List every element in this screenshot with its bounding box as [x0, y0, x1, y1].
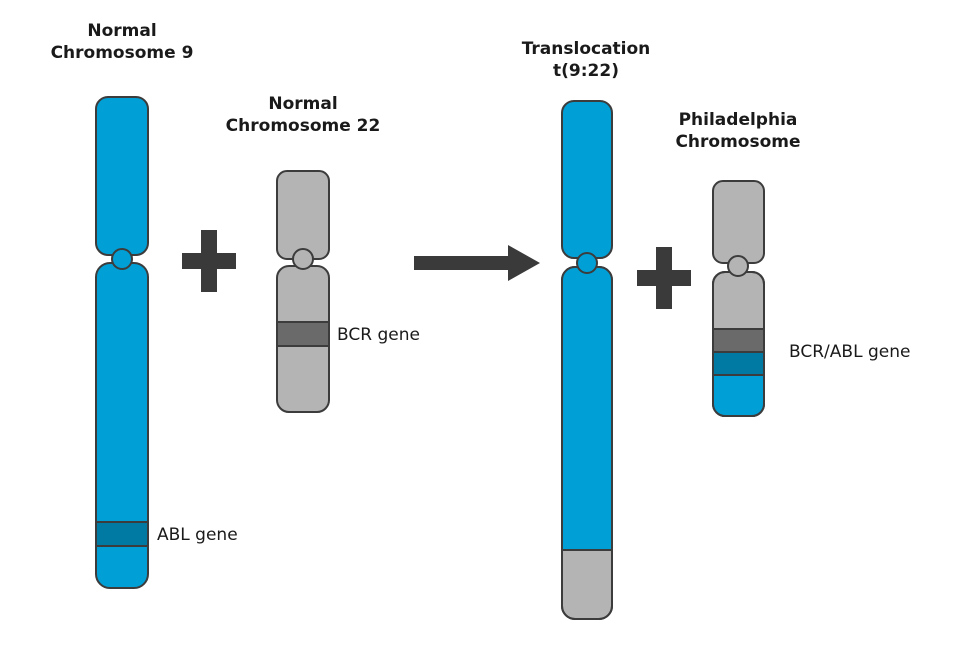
chromosome9-centromere [111, 248, 133, 270]
translocation-centromere [576, 252, 598, 274]
translocation-blue-segment [562, 267, 612, 550]
chromosome9 [95, 96, 149, 589]
translocation-title-line1: Translocation [522, 39, 651, 59]
philadelphia-bcr-band [712, 328, 765, 353]
translocation-title-line2: t(9:22) [553, 61, 619, 81]
philadelphia-title-line1: Philadelphia [679, 110, 798, 130]
bcr-gene-label: BCR gene [337, 325, 420, 345]
bcr-abl-gene-label: BCR/ABL gene [789, 342, 910, 362]
philadelphia-chromosome [712, 180, 765, 417]
chromosome22-short-arm [276, 170, 330, 260]
chromosome9-title-line1: Normal [87, 21, 156, 41]
plus-icon-2 [637, 247, 691, 309]
philadelphia-blue-segment [713, 375, 764, 416]
chromosome22 [276, 170, 330, 413]
translocation-short-arm [561, 100, 613, 259]
bcr-gene-band [276, 321, 330, 347]
arrow-right-icon [414, 245, 540, 281]
chromosome9-short-arm [95, 96, 149, 256]
abl-gene-band [95, 521, 149, 547]
chromosome22-centromere [292, 248, 314, 270]
translocation-chromosome [561, 100, 613, 620]
philadelphia-abl-band [712, 351, 765, 376]
philadelphia-centromere [727, 255, 749, 277]
plus-icon [182, 230, 236, 292]
abl-gene-label: ABL gene [157, 525, 238, 545]
philadelphia-short-arm [712, 180, 765, 264]
chromosome22-title-line1: Normal [268, 94, 337, 114]
chromosome22-title-line2: Chromosome 22 [226, 116, 381, 136]
chromosome9-title-line2: Chromosome 9 [51, 43, 194, 63]
philadelphia-title-line2: Chromosome [675, 132, 800, 152]
